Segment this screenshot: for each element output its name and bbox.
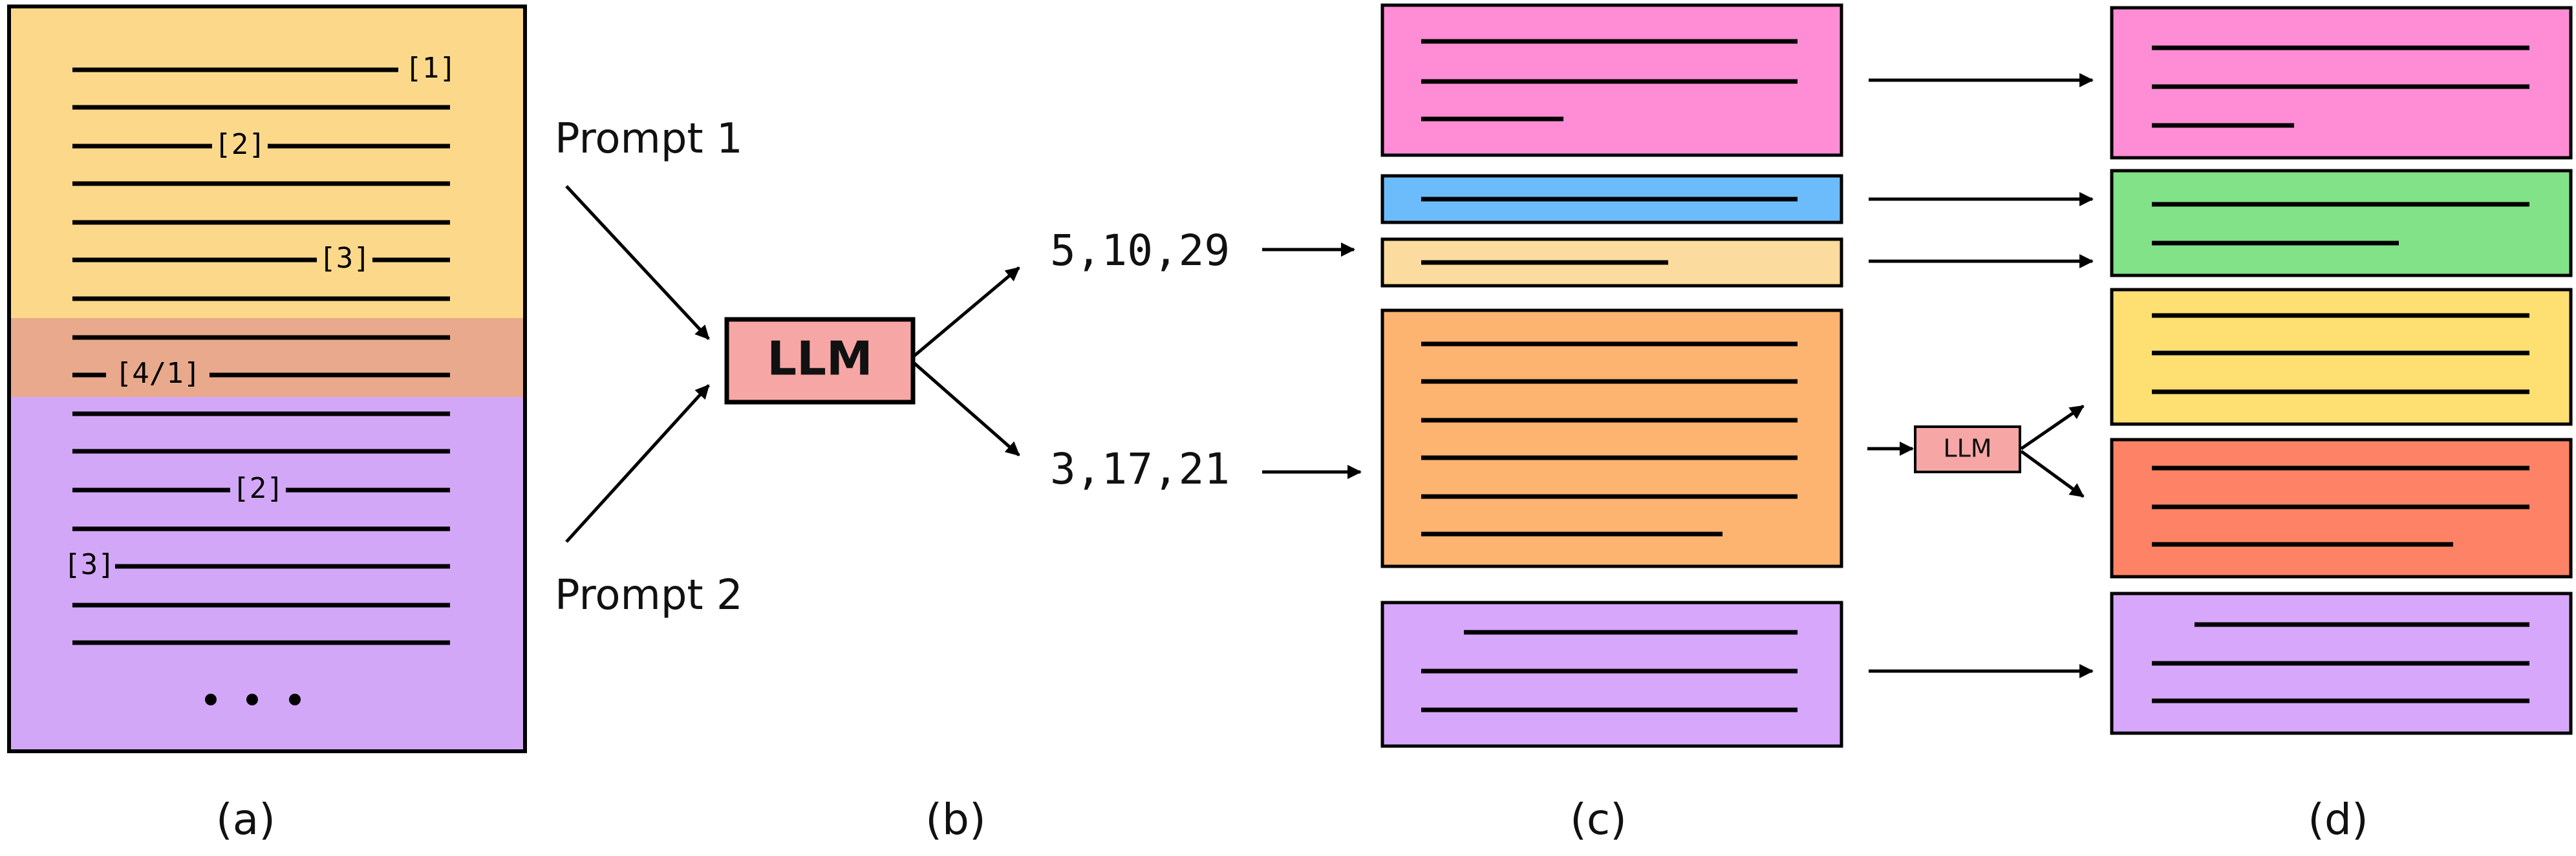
chunk-c-4 (1380, 308, 1843, 568)
chunk-d-5 (2110, 592, 2573, 735)
small-llm-label: LLM (1943, 434, 1991, 463)
citation-2: [2] (214, 128, 265, 161)
panel-b-llm-prompting: Prompt 1 Prompt 2 LLM 5,10,29 3,17,21 (555, 115, 1362, 619)
document-text-lines (72, 67, 450, 645)
citation-3: [3] (319, 242, 370, 275)
citation-1: [1] (405, 52, 456, 85)
llm-box (724, 317, 916, 405)
prompt-1-arrow (565, 185, 710, 340)
label-d: (d) (2308, 795, 2368, 844)
section-1-background (9, 6, 525, 318)
citation-2-second: [2] (232, 472, 283, 505)
prompt-2-label: Prompt 2 (555, 572, 743, 619)
chunk-d-4 (2110, 438, 2573, 579)
overlap-background (9, 318, 525, 397)
citation-4-1: [4/1] (115, 357, 200, 390)
ellipsis-dots (205, 694, 301, 705)
chunk-d-1 (2110, 6, 2573, 160)
small-llm-box (1914, 425, 2021, 473)
prompt-1-label: Prompt 1 (555, 115, 743, 163)
chunk-c-2 (1380, 174, 1843, 224)
label-c: (c) (1570, 795, 1627, 844)
document-border (7, 5, 527, 753)
label-b: (b) (925, 795, 985, 844)
prompt-2-arrow (565, 384, 710, 543)
chunk-d-3 (2110, 288, 2573, 426)
panel-d-final-chunks (2110, 6, 2573, 735)
chunk-c-5 (1380, 601, 1843, 748)
llm-output-2-arrow (912, 361, 1020, 456)
chunk-c-3 (1380, 237, 1843, 288)
output-positions-1: 5,10,29 (1050, 226, 1230, 275)
output-positions-2: 3,17,21 (1050, 444, 1230, 494)
llm-label: LLM (767, 332, 872, 386)
panel-a-document: [1] [2] [3] [4/1] [2] [3] (7, 5, 527, 753)
chunk-d-2 (2110, 169, 2573, 277)
chunk-c-1 (1380, 3, 1843, 157)
label-a: (a) (216, 795, 275, 844)
small-llm-output-2-arrow (2020, 449, 2085, 498)
small-llm-output-1-arrow (2020, 404, 2085, 451)
citation-3-second: [3] (63, 548, 114, 581)
llm-output-1-arrow (912, 266, 1020, 358)
panel-c-initial-chunks: LLM (1380, 3, 2094, 748)
section-2-background (9, 397, 525, 751)
